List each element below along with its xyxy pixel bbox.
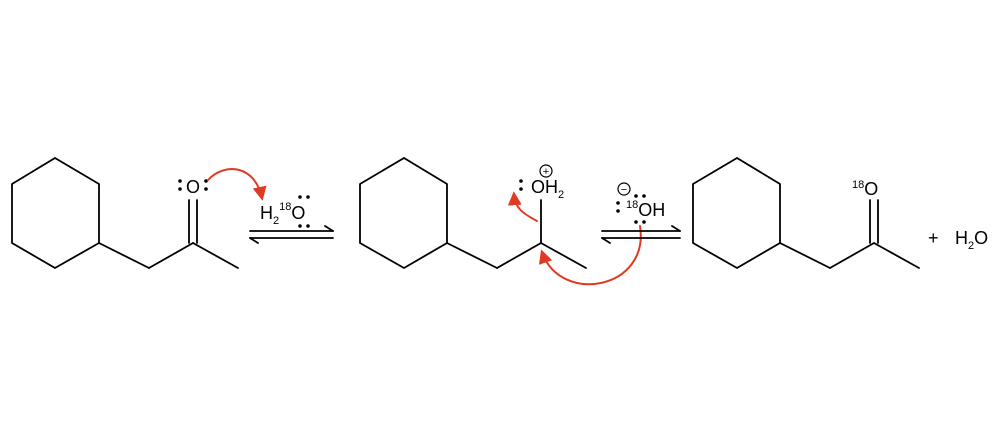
water18-oxygen: O	[291, 203, 305, 223]
svg-text:−: −	[621, 184, 627, 196]
negative-charge-badge: −	[617, 182, 631, 196]
oxygen-lone-pairs	[178, 179, 208, 191]
carbonyl-oxygen-label: O	[186, 177, 200, 197]
alpha-bond-1	[148, 242, 194, 269]
equilibrium-arrow-2	[601, 225, 681, 244]
curved-arrow-2	[507, 191, 538, 222]
labeled-water: H218O	[260, 195, 310, 228]
water-product: H2O	[955, 228, 988, 252]
ch2-bond-3	[779, 242, 831, 269]
hydroxide18-mass: 18	[626, 199, 638, 211]
tetrahedral-intermediate: OH2 +	[359, 157, 587, 269]
ch2-bond-1	[98, 242, 150, 269]
methyl-bond-2	[540, 242, 587, 269]
ch2-bond-2	[446, 242, 498, 269]
cyclohexane-ring-3	[692, 157, 781, 269]
hydroxide18-group: OH	[638, 200, 665, 220]
svg-text:OH2: OH2	[531, 177, 564, 201]
oxonium-label: OH	[531, 177, 558, 197]
svg-text:H218O: H218O	[260, 201, 305, 227]
cyclohexane-ring-1	[11, 157, 100, 269]
alpha-bond-2	[496, 242, 542, 269]
oxonium-lone-pair	[519, 179, 523, 191]
water18-mass: 18	[279, 201, 291, 213]
equilibrium-arrow-1	[249, 225, 334, 244]
plus-sign: +	[928, 228, 939, 248]
curved-arrow-1	[207, 168, 267, 201]
water18-h-count: 2	[273, 215, 279, 227]
svg-text:+: +	[543, 166, 549, 178]
cyclohexane-ring-2	[359, 157, 448, 269]
water-h-count: 2	[968, 240, 974, 252]
svg-text:18O: 18O	[852, 179, 878, 199]
positive-charge-badge: +	[539, 164, 553, 178]
labeled-hydroxide: − 18OH	[616, 182, 665, 224]
oxonium-h-count: 2	[558, 189, 564, 201]
water18-lone-pairs	[298, 195, 310, 228]
alpha-bond-3	[829, 242, 875, 269]
hydroxide18-lone-pairs	[616, 194, 646, 224]
methyl-bond-3	[873, 242, 920, 269]
reactant-ketone: O	[11, 157, 239, 269]
water-h: H	[955, 228, 968, 248]
product-oxygen: O	[864, 179, 878, 199]
product-ketone: 18O	[692, 157, 920, 269]
curved-arrow-3	[538, 225, 642, 286]
water18-h: H	[260, 203, 273, 223]
methyl-bond-1	[192, 242, 239, 269]
svg-text:18OH: 18OH	[626, 199, 665, 220]
product-mass: 18	[852, 179, 864, 191]
water-oxygen: O	[974, 228, 988, 248]
